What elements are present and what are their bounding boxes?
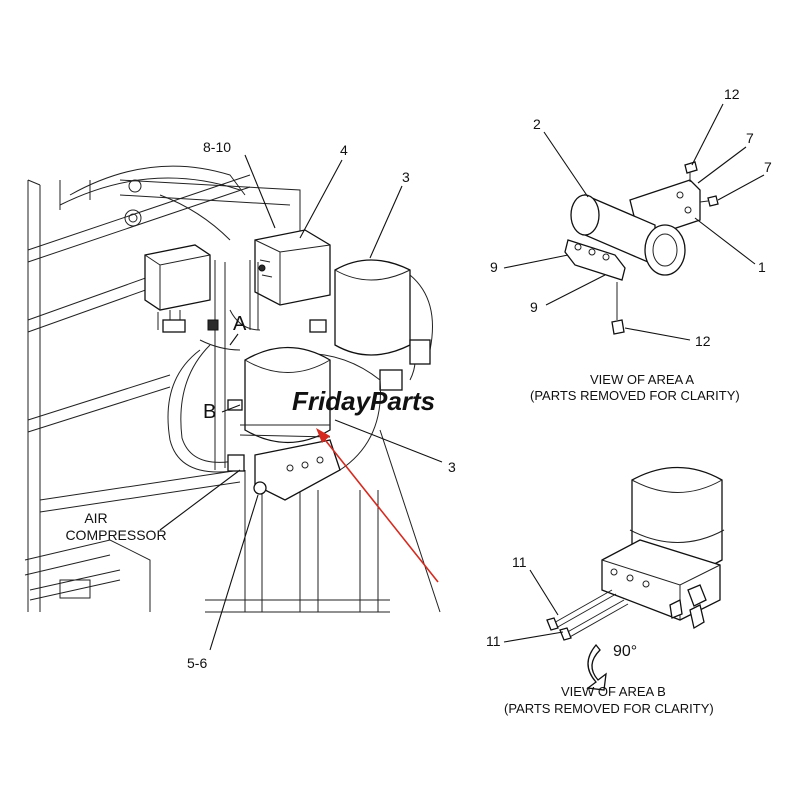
view-b-caption-line1: VIEW OF AREA B bbox=[561, 684, 666, 699]
watermark-text: FridayParts bbox=[292, 386, 435, 416]
callout-3-mid: 3 bbox=[448, 459, 456, 475]
callout-a-1: 1 bbox=[758, 259, 766, 275]
callout-a: A bbox=[233, 313, 247, 335]
air-compressor-label-line1: AIR bbox=[84, 510, 107, 526]
callout-a-7-upper: 7 bbox=[746, 130, 754, 146]
pointer-arrow bbox=[316, 428, 439, 583]
callout-a-12-bottom: 12 bbox=[695, 333, 711, 349]
callout-a-12-top: 12 bbox=[724, 86, 740, 102]
main-callouts: 8-10 4 3 A B 3 AIR COMPRESSOR 5-6 bbox=[65, 139, 456, 671]
callout-a-2: 2 bbox=[533, 116, 541, 132]
watermark: FridayParts bbox=[292, 386, 435, 416]
view-b-detail: 11 11 90° VIEW OF AREA B (PARTS REMOVED … bbox=[486, 466, 725, 716]
callout-a-9-lower: 9 bbox=[530, 299, 538, 315]
callout-b-11-lower: 11 bbox=[486, 633, 501, 649]
callout-a-9-left: 9 bbox=[490, 259, 498, 275]
callout-4: 4 bbox=[340, 142, 348, 158]
air-compressor-label-line2: COMPRESSOR bbox=[65, 527, 166, 543]
view-a-detail: 2 12 7 7 9 9 1 12 VIEW OF AREA A (PARTS … bbox=[490, 86, 772, 403]
callout-b: B bbox=[203, 401, 216, 423]
callout-5-6: 5-6 bbox=[187, 655, 207, 671]
callout-b-11-upper: 11 bbox=[512, 554, 527, 570]
callout-3-top: 3 bbox=[402, 169, 410, 185]
callout-a-7-lower: 7 bbox=[764, 159, 772, 175]
view-a-caption-line1: VIEW OF AREA A bbox=[590, 372, 694, 387]
view-b-caption-line2: (PARTS REMOVED FOR CLARITY) bbox=[504, 701, 714, 716]
view-a-caption-line2: (PARTS REMOVED FOR CLARITY) bbox=[530, 388, 740, 403]
main-assembly bbox=[24, 165, 441, 613]
callout-8-10: 8-10 bbox=[203, 139, 231, 155]
rotation-label: 90° bbox=[613, 643, 637, 660]
